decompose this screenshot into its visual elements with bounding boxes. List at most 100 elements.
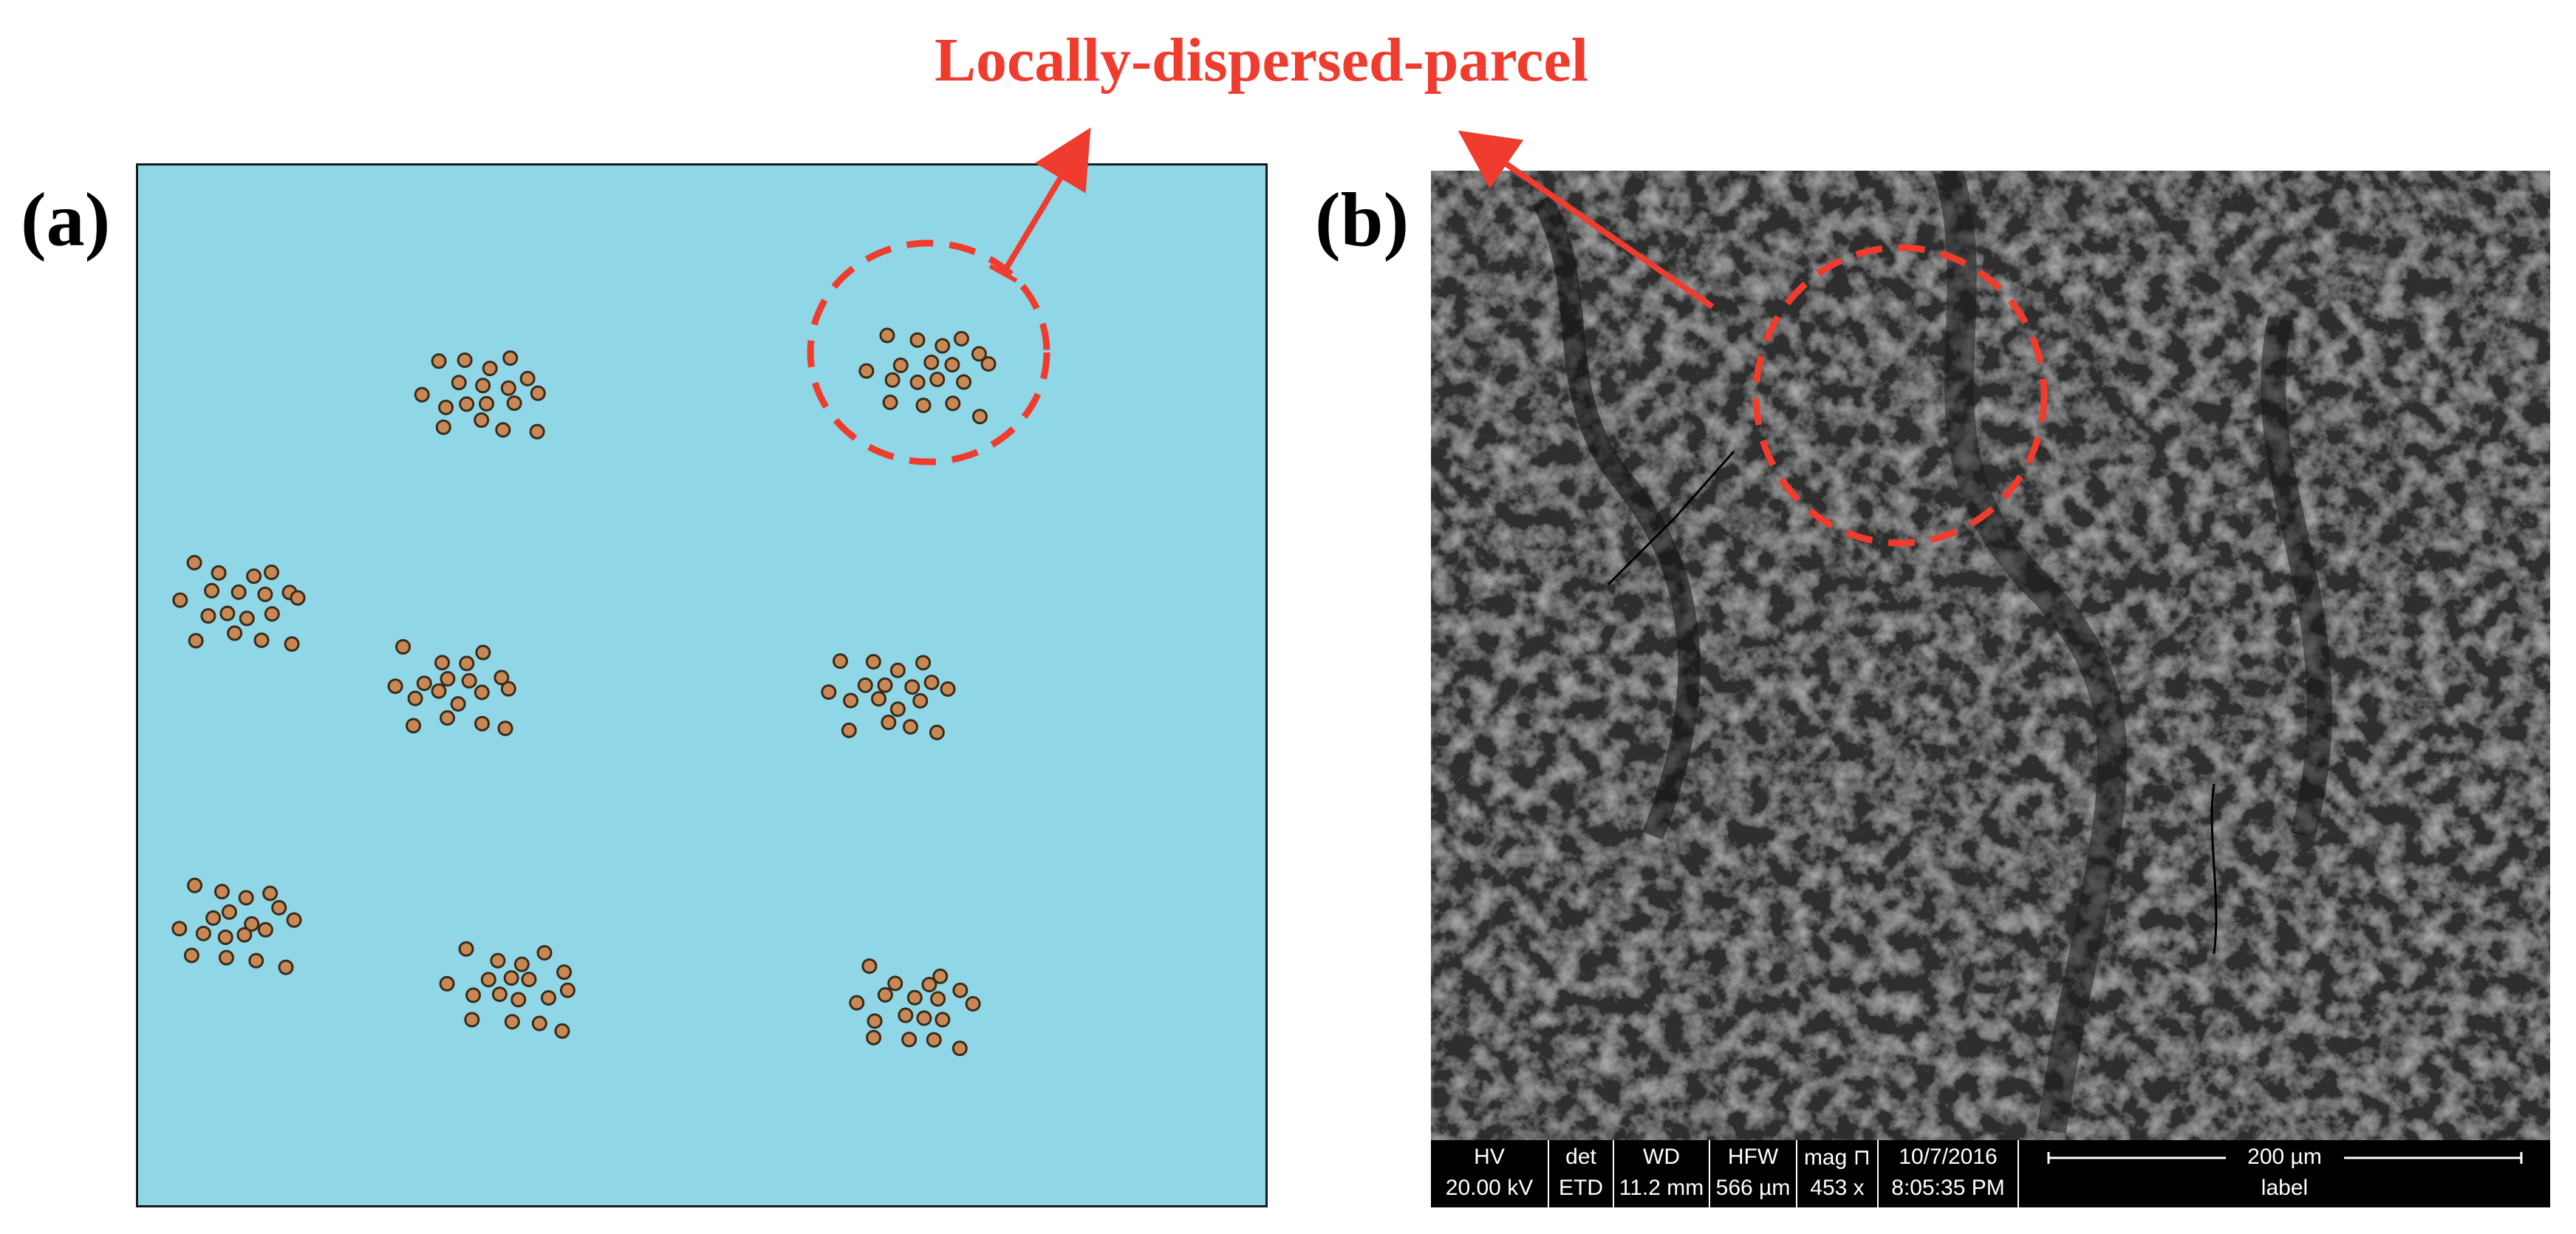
callout-title: Locally-dispersed-parcel xyxy=(935,26,1589,95)
particle xyxy=(438,399,454,415)
particle xyxy=(278,959,294,975)
particle xyxy=(431,353,447,369)
particle xyxy=(236,927,253,943)
date-value: 10/7/2016 xyxy=(1899,1145,1998,1169)
particle xyxy=(440,671,456,687)
particle xyxy=(912,692,929,709)
particle xyxy=(416,675,432,692)
particle xyxy=(395,638,411,655)
particle xyxy=(821,684,837,700)
particle xyxy=(510,992,527,1008)
particle-clusters xyxy=(171,327,997,1057)
scale-text: 200 µm xyxy=(2247,1145,2322,1169)
wd-label: WD xyxy=(1643,1145,1680,1169)
particle xyxy=(475,644,491,661)
particle xyxy=(186,555,202,571)
time-value: 8:05:35 PM xyxy=(1891,1176,2005,1200)
particle xyxy=(906,989,923,1006)
particle xyxy=(921,976,937,992)
particle xyxy=(884,372,901,388)
particle xyxy=(841,722,857,738)
particle xyxy=(217,929,233,945)
particle xyxy=(431,683,447,699)
particle xyxy=(474,715,491,732)
particle xyxy=(889,662,906,678)
particle xyxy=(440,710,456,726)
particle xyxy=(531,1015,547,1032)
particle xyxy=(500,380,516,396)
panel-b-label: (b) xyxy=(1315,177,1410,262)
particle xyxy=(263,565,279,581)
particle xyxy=(450,696,466,712)
particle xyxy=(877,677,893,693)
particle xyxy=(271,899,287,916)
particle xyxy=(540,989,556,1006)
particle xyxy=(926,1032,942,1048)
particle xyxy=(866,1029,882,1046)
particle xyxy=(915,398,932,414)
particle xyxy=(414,386,430,403)
particle xyxy=(475,378,491,394)
particle xyxy=(264,606,280,622)
particle xyxy=(870,691,886,707)
particle xyxy=(435,419,451,435)
particle xyxy=(858,363,875,379)
particle xyxy=(923,354,940,370)
particle xyxy=(479,395,495,412)
particle xyxy=(457,352,473,368)
particle xyxy=(940,681,956,697)
particle xyxy=(944,357,960,373)
particle xyxy=(502,350,519,367)
particle xyxy=(188,633,204,649)
particle xyxy=(246,568,262,584)
mag-value: 453 x xyxy=(1810,1176,1865,1200)
particle xyxy=(257,586,273,602)
particle xyxy=(521,971,537,987)
sem-info-bar: HV 20.00 kV det ETD WD 11.2 mm HFW 566 µ… xyxy=(1431,1140,2550,1207)
particle xyxy=(952,1040,968,1057)
particle xyxy=(530,385,546,401)
hfw-label: HFW xyxy=(1727,1145,1779,1169)
particle xyxy=(945,395,961,412)
particle xyxy=(474,412,490,429)
particle xyxy=(262,885,279,901)
sem-texture xyxy=(1431,171,2550,1140)
particle xyxy=(935,1012,951,1028)
particle xyxy=(172,592,188,608)
particle xyxy=(227,625,243,641)
particle xyxy=(387,678,403,695)
schematic-panel xyxy=(136,163,1268,1207)
particle xyxy=(965,995,981,1012)
particle xyxy=(832,653,848,669)
particle xyxy=(284,636,300,652)
particle-cluster xyxy=(821,653,956,740)
particle xyxy=(881,715,897,731)
particle xyxy=(923,675,940,691)
particle xyxy=(213,884,230,900)
particle xyxy=(529,423,545,440)
particle xyxy=(932,968,949,984)
particle xyxy=(879,327,895,344)
particle xyxy=(200,608,216,624)
particle xyxy=(434,655,451,671)
particle xyxy=(248,952,264,969)
particle xyxy=(953,330,969,347)
particle xyxy=(857,677,873,693)
particle xyxy=(290,590,306,606)
particle-cluster xyxy=(849,958,981,1057)
particle xyxy=(901,1032,918,1048)
particle xyxy=(482,361,498,377)
particle xyxy=(244,916,260,932)
particle xyxy=(865,654,881,670)
particle xyxy=(559,982,575,998)
particle xyxy=(459,655,475,672)
particle xyxy=(451,375,467,391)
particle xyxy=(929,371,946,387)
particle xyxy=(506,395,522,412)
particle xyxy=(929,724,945,740)
particle xyxy=(257,921,273,938)
particle xyxy=(952,982,968,998)
particle xyxy=(867,1013,883,1029)
particle xyxy=(406,717,422,734)
particle xyxy=(503,970,519,986)
